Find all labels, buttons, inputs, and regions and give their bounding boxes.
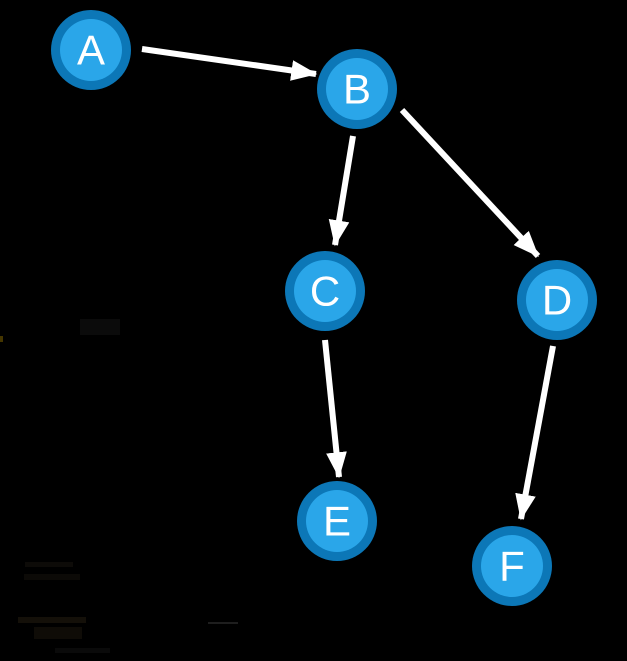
node-inner-circle (60, 19, 122, 81)
background-artifact (0, 336, 3, 342)
background-artifact (208, 622, 238, 624)
node-inner-circle (481, 535, 543, 597)
node-label: D (542, 277, 572, 324)
edge-B-D[interactable] (399, 107, 541, 259)
background-artifact (80, 319, 120, 335)
node-D[interactable]: D (517, 260, 597, 340)
background-artifact (18, 617, 86, 623)
node-inner-circle (294, 260, 356, 322)
node-inner-circle (306, 490, 368, 552)
edge-C-E[interactable] (322, 339, 347, 479)
background-artifact (34, 627, 82, 639)
node-label: C (310, 268, 340, 315)
edge-B-C[interactable] (328, 135, 356, 247)
node-B[interactable]: B (317, 49, 397, 129)
node-inner-circle (326, 58, 388, 120)
node-F[interactable]: F (472, 526, 552, 606)
background-artifact (24, 574, 80, 580)
node-E[interactable]: E (297, 481, 377, 561)
edge-D-F[interactable] (515, 345, 556, 521)
background-artifact (25, 562, 73, 567)
node-label: F (499, 543, 525, 590)
background-artifact (55, 648, 110, 653)
node-C[interactable]: C (285, 251, 365, 331)
node-label: B (343, 66, 371, 113)
node-inner-circle (526, 269, 588, 331)
node-label: E (323, 498, 351, 545)
node-A[interactable]: A (51, 10, 131, 90)
node-label: A (77, 27, 105, 74)
edge-A-B[interactable] (141, 46, 318, 81)
